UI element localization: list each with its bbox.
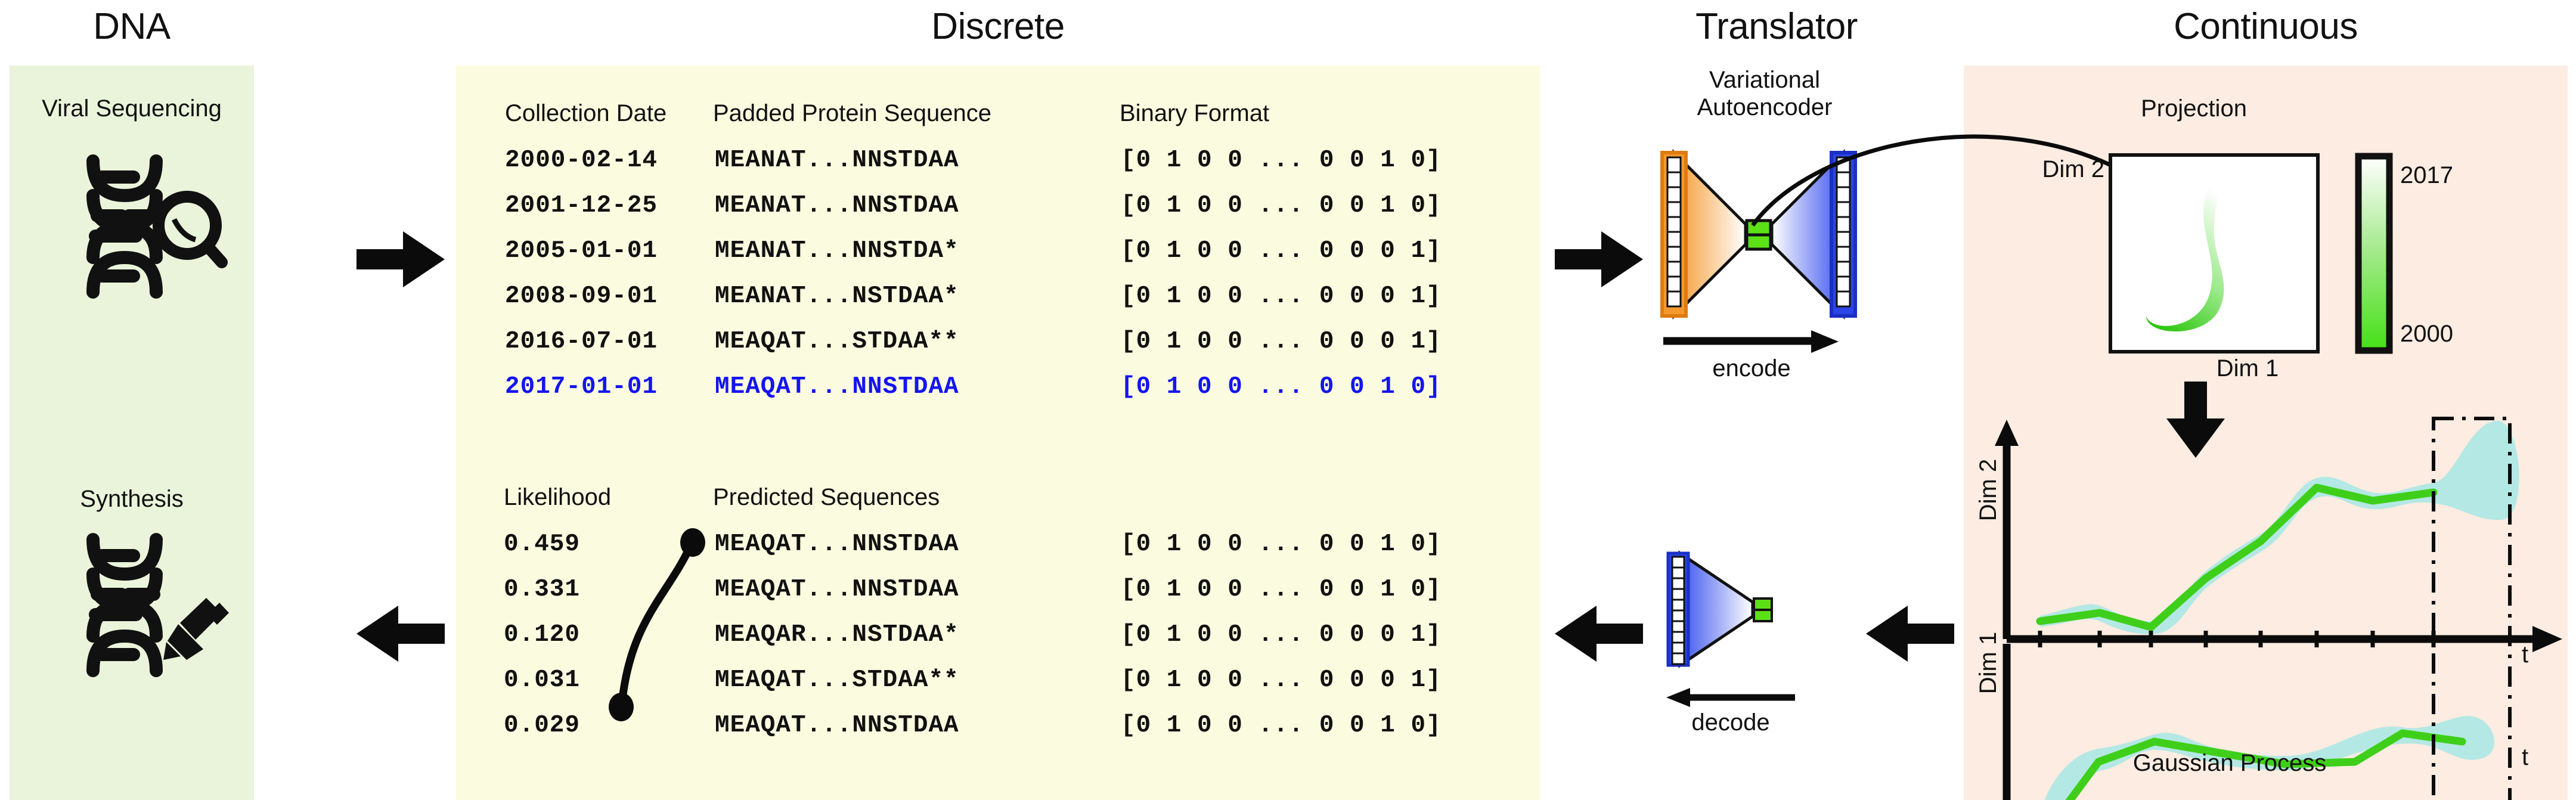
- arrow-discrete-to-dna: [357, 606, 445, 662]
- cell-binary-format: [0 1 0 0 ... 0 0 1 0]: [1121, 576, 1442, 603]
- discrete-title: Discrete: [931, 6, 1065, 47]
- cell-binary-format: [0 1 0 0 ... 0 0 0 1]: [1121, 237, 1442, 265]
- likelihood-connector-curve: [609, 528, 705, 721]
- gp-bottom-x-axis-label: t: [2522, 744, 2529, 770]
- cell-binary-format: [0 1 0 0 ... 0 0 1 0]: [1121, 192, 1442, 219]
- viral-sequencing-label: Viral Sequencing: [42, 95, 222, 122]
- synthesis-label: Synthesis: [80, 486, 184, 512]
- cell-binary-format: [0 1 0 0 ... 0 0 1 0]: [1121, 147, 1442, 174]
- encode-arrow: [1663, 330, 1839, 353]
- dna-title: DNA: [93, 6, 171, 47]
- projection-y-axis-label: Dim 2: [2042, 156, 2104, 182]
- projection-plot: [2109, 153, 2320, 354]
- cell-likelihood: 0.120: [504, 621, 581, 649]
- cell-likelihood: 0.459: [504, 531, 581, 558]
- gaussian-process-label: Gaussian Process: [2132, 750, 2327, 776]
- cell-protein-sequence: MEANAT...NNSTDAA: [715, 192, 959, 219]
- vae-subtitle-line1: Variational: [1709, 67, 1821, 93]
- cell-binary-format: [0 1 0 0 ... 0 0 0 1]: [1121, 328, 1442, 355]
- dna-helix-magnifier-icon: [86, 154, 228, 299]
- arrow-dna-to-discrete: [357, 231, 445, 287]
- cell-binary-format: [0 1 0 0 ... 0 0 0 1]: [1121, 621, 1442, 649]
- col-header-predicted-sequences: Predicted Sequences: [713, 484, 940, 510]
- col-header-collection-date: Collection Date: [505, 100, 667, 126]
- arrow-discrete-to-translator: [1555, 231, 1643, 287]
- cell-collection-date: 2017-01-01: [505, 373, 658, 401]
- col-header-likelihood: Likelihood: [504, 484, 612, 510]
- cell-binary-format: [0 1 0 0 ... 0 0 0 1]: [1121, 283, 1442, 310]
- cell-protein-sequence: MEANAT...NNSTDA*: [715, 237, 959, 265]
- projection-colorbar: [2355, 153, 2393, 354]
- col-header-binary-format: Binary Format: [1120, 100, 1270, 126]
- dna-helix-pencil-icon: [86, 533, 229, 677]
- gaussian-process-plots: [1995, 417, 2562, 800]
- colorbar-min-label: 2000: [2400, 321, 2453, 347]
- cell-binary-format: [0 1 0 0 ... 0 0 1 0]: [1121, 373, 1442, 401]
- gp-top-x-axis-label: t: [2522, 641, 2529, 668]
- projection-x-axis-label: Dim 1: [2216, 355, 2279, 382]
- cell-protein-sequence: MEANAT...NSTDAA*: [715, 283, 959, 310]
- decode-label: decode: [1691, 709, 1770, 736]
- cell-protein-sequence: MEANAT...NNSTDAA: [715, 147, 959, 174]
- cell-predicted-sequence: MEAQAT...NNSTDAA: [715, 531, 959, 558]
- cell-likelihood: 0.029: [504, 712, 581, 739]
- cell-predicted-sequence: MEAQAT...NNSTDAA: [715, 712, 959, 739]
- discrete-panel: [456, 66, 1540, 800]
- colorbar-max-label: 2017: [2400, 162, 2453, 188]
- cell-predicted-sequence: MEAQAT...STDAA**: [715, 666, 959, 694]
- cell-collection-date: 2005-01-01: [505, 237, 658, 265]
- translator-title: Translator: [1695, 6, 1858, 47]
- encode-label: encode: [1712, 355, 1791, 382]
- gp-bottom-y-axis-label: Dim 1: [1975, 631, 2001, 694]
- cell-collection-date: 2001-12-25: [505, 192, 658, 219]
- cell-predicted-sequence: MEAQAR...NSTDAA*: [715, 621, 959, 649]
- arrow-continuous-to-decoder: [1866, 606, 1954, 662]
- cell-collection-date: 2016-07-01: [505, 328, 658, 355]
- dna-panel: [10, 66, 254, 800]
- col-header-padded-protein-sequence: Padded Protein Sequence: [713, 100, 992, 126]
- continuous-title: Continuous: [2174, 6, 2358, 47]
- cell-likelihood: 0.331: [504, 576, 581, 603]
- cell-binary-format: [0 1 0 0 ... 0 0 1 0]: [1121, 531, 1442, 558]
- cell-protein-sequence: MEAQAT...NNSTDAA: [715, 373, 959, 401]
- decode-arrow: [1666, 688, 1795, 707]
- cell-likelihood: 0.031: [504, 666, 581, 694]
- cell-collection-date: 2008-09-01: [505, 283, 658, 310]
- gp-top-y-axis-label: Dim 2: [1975, 458, 2001, 522]
- cell-predicted-sequence: MEAQAT...NNSTDAA: [715, 576, 959, 603]
- cell-collection-date: 2000-02-14: [505, 147, 658, 174]
- projection-label: Projection: [2141, 95, 2247, 122]
- cell-binary-format: [0 1 0 0 ... 0 0 0 1]: [1121, 666, 1442, 694]
- cell-protein-sequence: MEAQAT...STDAA**: [715, 328, 959, 355]
- vae-encoder-decoder-diagram: [1660, 148, 1857, 320]
- projection-to-gp-arrow: [2166, 382, 2225, 458]
- vae-decoder-diagram: [1666, 550, 1773, 668]
- cell-binary-format: [0 1 0 0 ... 0 0 1 0]: [1121, 712, 1442, 739]
- vae-subtitle-line2: Autoencoder: [1697, 94, 1833, 120]
- arrow-decoder-to-discrete: [1555, 606, 1643, 662]
